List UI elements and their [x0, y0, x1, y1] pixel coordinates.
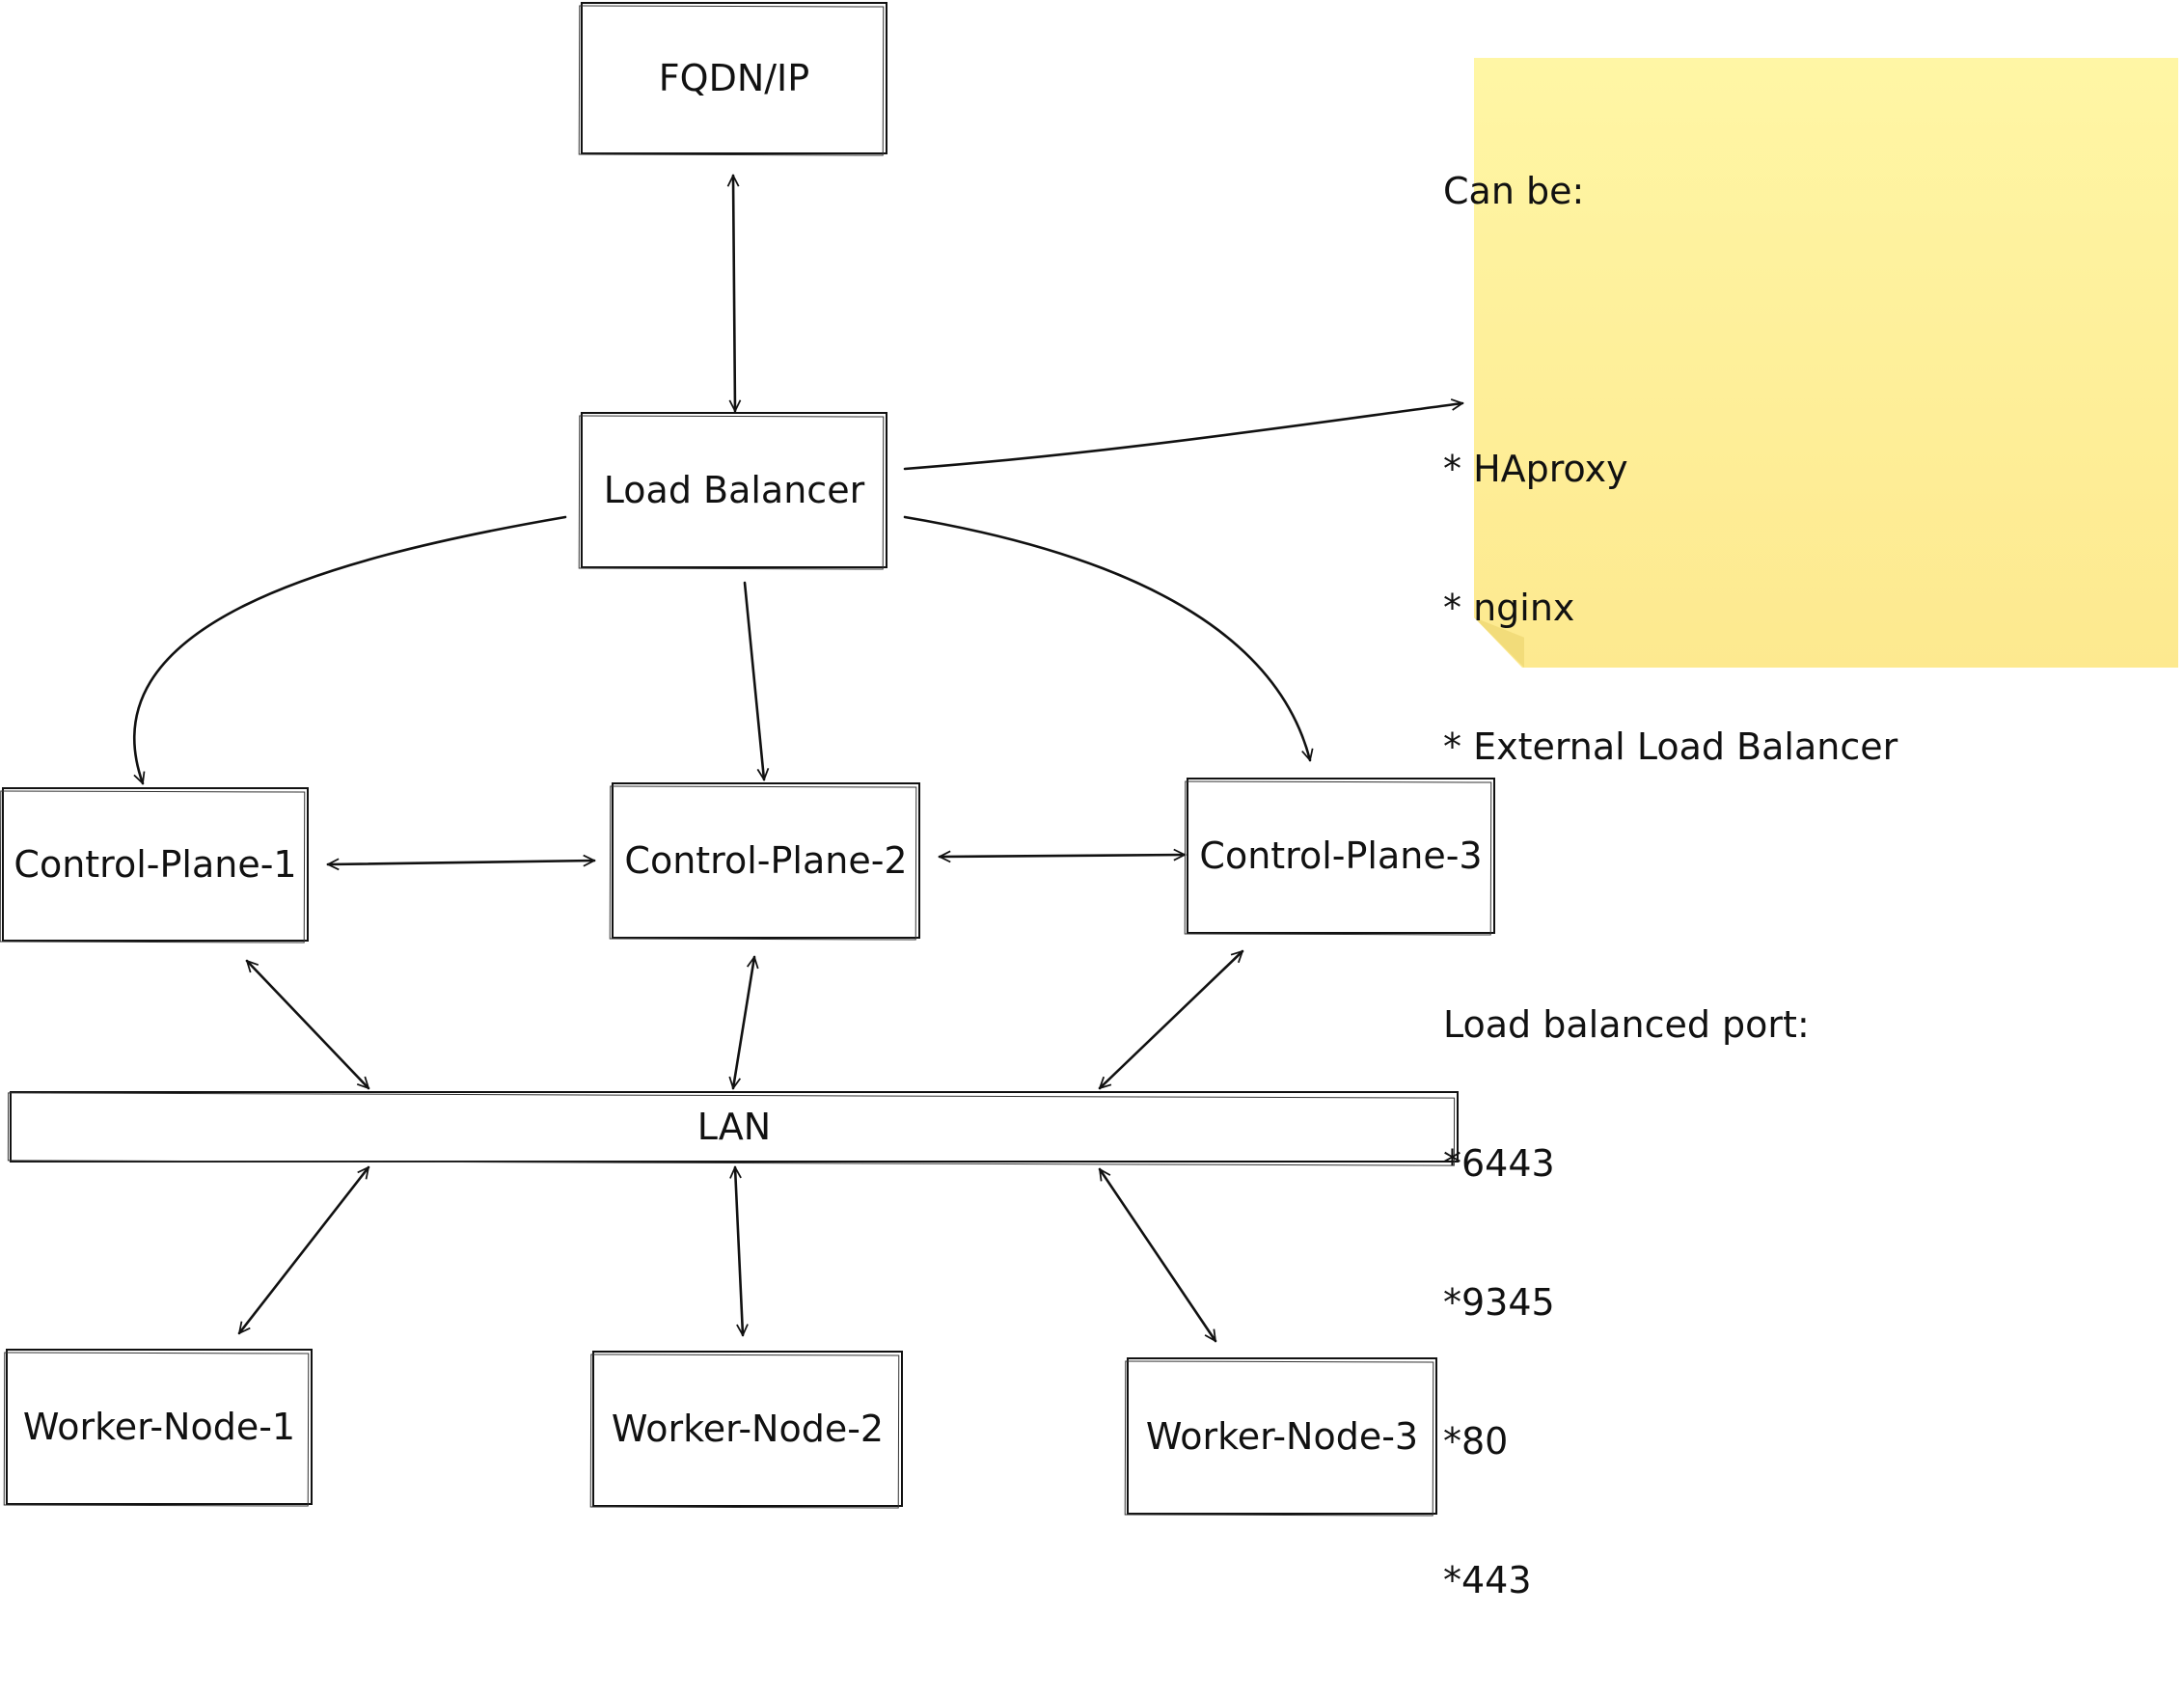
edge-lb-cp2	[743, 581, 764, 780]
note-line: * nginx	[1443, 587, 1575, 629]
node-control-plane-2-label: Control-Plane-2	[624, 839, 908, 882]
sticky-note[interactable]	[1474, 58, 2178, 668]
node-control-plane-2[interactable]: Control-Plane-2	[612, 782, 920, 939]
edge-lan-wn2	[735, 1167, 743, 1335]
node-worker-node-1[interactable]: Worker-Node-1	[6, 1349, 313, 1505]
node-worker-node-2-label: Worker-Node-2	[611, 1408, 885, 1450]
node-fqdn[interactable]: FQDN/IP	[581, 2, 887, 154]
edge-cp1-lan	[247, 961, 369, 1088]
note-line: * External Load Balancer	[1443, 725, 1898, 768]
sticky-note-text: Can be: * HAproxy * nginx * External Loa…	[1443, 75, 1897, 1696]
edge-lb-cp1	[133, 515, 567, 783]
note-line: *443	[1443, 1559, 1532, 1601]
node-load-balancer-label: Load Balancer	[603, 469, 865, 511]
note-line: * HAproxy	[1443, 448, 1628, 490]
node-worker-node-3-label: Worker-Node-3	[1145, 1414, 1419, 1458]
note-line	[1443, 307, 1897, 353]
edge-fqdn-lb	[733, 176, 735, 411]
note-line: Load balanced port:	[1443, 1003, 1810, 1046]
node-control-plane-1-label: Control-Plane-1	[14, 843, 297, 886]
edge-lan-wn1	[237, 1167, 370, 1333]
note-line: *80	[1443, 1420, 1509, 1463]
node-worker-node-3[interactable]: Worker-Node-3	[1127, 1357, 1437, 1515]
node-lan-label: LAN	[696, 1106, 772, 1148]
note-line: *9345	[1443, 1281, 1555, 1324]
edge-lb-cp3	[903, 515, 1310, 760]
architecture-diagram: FQDN/IP Load Balancer Control-Plane-1 Co…	[0, 0, 2184, 1515]
node-control-plane-3-label: Control-Plane-3	[1199, 834, 1483, 877]
node-worker-node-2[interactable]: Worker-Node-2	[592, 1351, 903, 1507]
edge-cp2-cp3	[940, 855, 1185, 857]
note-line	[1443, 862, 1897, 909]
edge-cp2-lan	[733, 957, 754, 1088]
edge-lan-wn3	[1098, 1169, 1217, 1341]
node-control-plane-3[interactable]: Control-Plane-3	[1187, 778, 1495, 934]
note-line: *6443	[1443, 1142, 1555, 1185]
node-control-plane-1[interactable]: Control-Plane-1	[2, 787, 309, 942]
connectors-layer	[133, 0, 2184, 1515]
edge-lb-note	[903, 403, 1462, 471]
node-lan[interactable]: LAN	[10, 1091, 1459, 1163]
edge-cp1-cp2	[328, 861, 594, 864]
note-line: Can be:	[1443, 170, 1585, 212]
node-worker-node-1-label: Worker-Node-1	[22, 1406, 296, 1448]
edge-cp3-lan	[1100, 951, 1242, 1088]
node-load-balancer[interactable]: Load Balancer	[581, 412, 887, 568]
node-fqdn-label: FQDN/IP	[658, 57, 810, 99]
